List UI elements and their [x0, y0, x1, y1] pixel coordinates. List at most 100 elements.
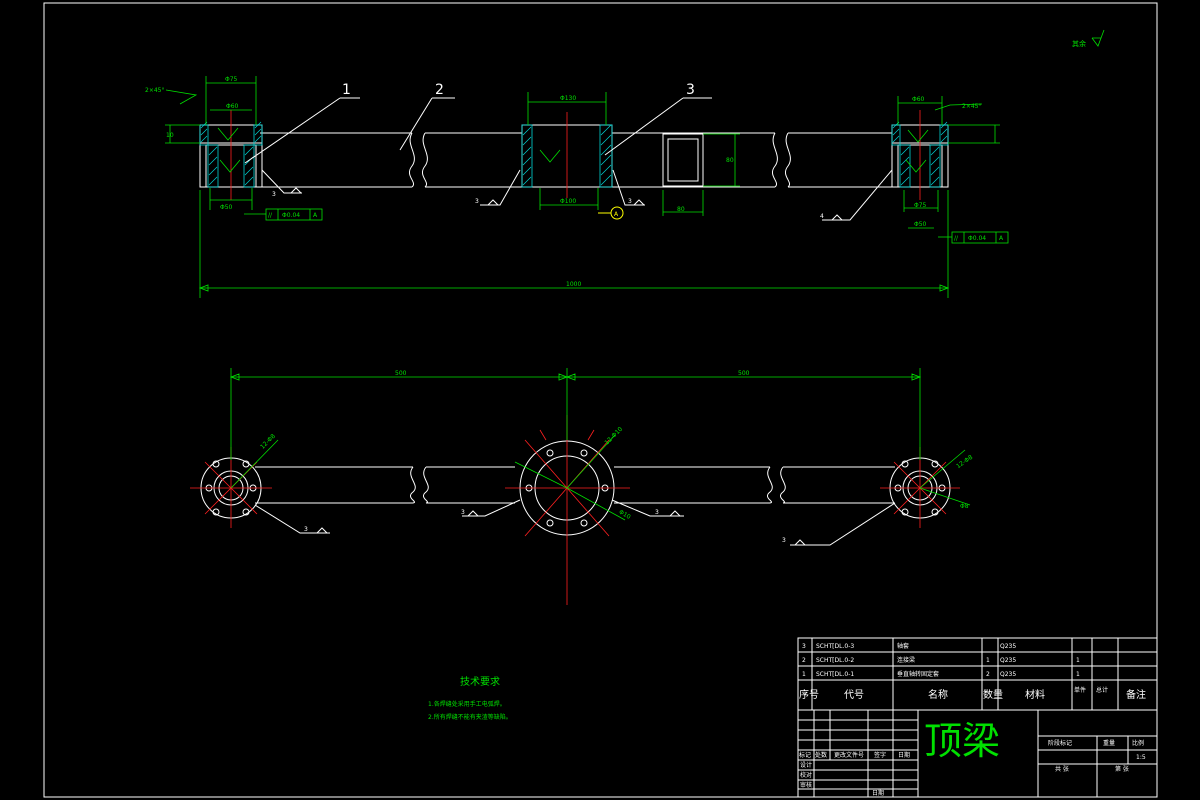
svg-text:校对: 校对 — [800, 771, 812, 779]
svg-text:A: A — [313, 212, 318, 219]
svg-text:共 张: 共 张 — [1055, 765, 1069, 773]
svg-text:重量: 重量 — [1103, 739, 1115, 747]
svg-text:2: 2 — [986, 671, 990, 678]
svg-text:序号: 序号 — [799, 688, 819, 701]
parts-row-1: 1 SCHT[DL.0-1 垂直轴转固定套 2 Q235 1 — [802, 670, 1080, 678]
right-tolerance-frame: // Φ0.04 A — [938, 231, 1009, 244]
dim-right-note: Φ8 — [960, 503, 969, 510]
svg-text:Φ0.04: Φ0.04 — [968, 235, 986, 242]
left-flange: 12-Φ8 — [190, 433, 279, 528]
top-weld-leaders: 3 3 3 3 — [254, 499, 896, 546]
drawing-scale: 1:5 — [1136, 754, 1146, 761]
dim-right-span: 500 — [738, 370, 750, 377]
svg-text:Φ0.04: Φ0.04 — [282, 212, 300, 219]
parts-row-2: 2 SCHT[DL.0-2 连接梁 1 Q235 1 — [802, 656, 1080, 664]
tech-req-item-2: 2.所有焊缝不能有夹渣等缺陷。 — [428, 713, 512, 721]
balloon-1: 1 — [342, 82, 351, 98]
parts-list: 3 SCHT[DL.0-3 轴套 Q235 2 SCHT[DL.0-2 连接梁 … — [797, 637, 1158, 711]
svg-text:3: 3 — [655, 509, 659, 516]
dim-right-d3: Φ50 — [914, 221, 927, 228]
svg-text:A: A — [614, 211, 619, 218]
parts-header: 序号 代号 名称 数量 材料 单件 总计 备注 — [799, 686, 1146, 701]
svg-text:轴套: 轴套 — [897, 642, 909, 650]
svg-text:1: 1 — [1076, 671, 1080, 678]
dim-center-bolt: 12-Φ10 — [604, 426, 625, 447]
dim-right-d2: Φ75 — [914, 202, 927, 209]
svg-text:3: 3 — [475, 198, 479, 205]
svg-text:3: 3 — [782, 537, 786, 544]
svg-text:设计: 设计 — [800, 761, 812, 769]
svg-text:2: 2 — [802, 657, 806, 664]
right-sleeve — [891, 110, 949, 200]
dim-box-width: 80 — [677, 206, 685, 213]
roughness-mark: 其余 — [1072, 29, 1105, 48]
dim-center-note: Φ10 — [618, 509, 632, 521]
svg-text:备注: 备注 — [1126, 688, 1146, 701]
tech-req-item-1: 1.各焊缝处采用手工电弧焊。 — [428, 700, 506, 708]
svg-text://: // — [954, 235, 959, 242]
svg-text:3: 3 — [272, 191, 276, 198]
svg-text:审核: 审核 — [800, 781, 812, 789]
svg-text:Q235: Q235 — [1000, 657, 1016, 664]
svg-text:阶段标记: 阶段标记 — [1048, 739, 1072, 747]
svg-text:总计: 总计 — [1096, 686, 1108, 694]
square-tube-section — [662, 133, 704, 187]
dim-left-d3: Φ50 — [220, 204, 233, 211]
dim-left-bolt: 12-Φ8 — [259, 433, 277, 451]
dim-left-chamfer: 2×45° — [145, 87, 164, 94]
svg-text:1: 1 — [802, 671, 806, 678]
balloon-2: 2 — [435, 82, 444, 98]
left-sleeve — [199, 110, 263, 200]
dim-right-d1: Φ60 — [912, 96, 925, 103]
svg-text:数量: 数量 — [983, 688, 1003, 701]
front-dimensions: Φ75 Φ60 2×45° 10 Φ50 // Φ0.04 A Φ130 Φ — [145, 76, 1009, 298]
drawing-title: 顶梁 — [924, 719, 1000, 763]
center-flange: 12-Φ10 Φ10 — [505, 415, 632, 605]
svg-text:Q235: Q235 — [1000, 671, 1016, 678]
center-sleeve — [521, 112, 613, 198]
balloon-3: 3 — [686, 82, 695, 98]
front-view: Φ75 Φ60 2×45° 10 Φ50 // Φ0.04 A Φ130 Φ — [145, 76, 1009, 298]
svg-text:连接梁: 连接梁 — [897, 656, 915, 664]
top-dimensions: 500 500 — [229, 368, 922, 460]
dim-center-width: Φ130 — [560, 95, 576, 102]
dim-center-bore: Φ100 — [560, 198, 576, 205]
dim-right-chamfer: 2×45° — [962, 103, 981, 110]
svg-text:3: 3 — [304, 526, 308, 533]
svg-text:3: 3 — [802, 643, 806, 650]
svg-text://: // — [268, 212, 273, 219]
dim-box-height: 80 — [726, 157, 734, 164]
svg-text:单件: 单件 — [1074, 686, 1086, 694]
svg-text:3: 3 — [461, 509, 465, 516]
svg-text:SCHT[DL.0-1: SCHT[DL.0-1 — [816, 671, 854, 678]
top-view: 12-Φ8 12-Φ10 Φ10 — [190, 368, 974, 605]
svg-text:名称: 名称 — [928, 688, 948, 701]
tech-req-heading: 技术要求 — [460, 675, 500, 688]
svg-text:材料: 材料 — [1025, 688, 1045, 701]
svg-text:1: 1 — [1076, 657, 1080, 664]
dim-left-span: 500 — [395, 370, 407, 377]
technical-requirements: 技术要求 1.各焊缝处采用手工电弧焊。 2.所有焊缝不能有夹渣等缺陷。 — [428, 675, 512, 721]
svg-text:1: 1 — [986, 657, 990, 664]
drawing-frame — [43, 2, 1158, 798]
svg-text:代号: 代号 — [844, 689, 864, 701]
parts-row-3: 3 SCHT[DL.0-3 轴套 Q235 — [802, 642, 1016, 650]
svg-text:SCHT[DL.0-3: SCHT[DL.0-3 — [816, 643, 854, 650]
roughness-note: 其余 — [1072, 39, 1086, 48]
svg-text:SCHT[DL.0-2: SCHT[DL.0-2 — [816, 657, 854, 664]
svg-text:4: 4 — [820, 213, 824, 220]
svg-text:标记: 标记 — [799, 751, 811, 759]
dim-left-width: 10 — [166, 132, 174, 139]
front-weld-leaders: 3 3 3 4 — [261, 169, 893, 221]
dim-total-length: 1000 — [566, 281, 581, 288]
right-flange: 12-Φ8 Φ8 — [880, 447, 974, 528]
dim-left-d1: Φ75 — [225, 76, 238, 83]
svg-text:签字: 签字 — [874, 751, 886, 759]
svg-text:第 张: 第 张 — [1115, 765, 1129, 773]
datum-marker: A — [598, 206, 624, 220]
left-tolerance-frame: // Φ0.04 A — [244, 208, 323, 221]
title-block: 标记 处数 更改文件号 签字 日期 设计 校对 审核 日期 顶梁 阶段标记 重量… — [797, 709, 1158, 798]
dim-left-d2: Φ60 — [226, 103, 239, 110]
svg-text:Q235: Q235 — [1000, 643, 1016, 650]
